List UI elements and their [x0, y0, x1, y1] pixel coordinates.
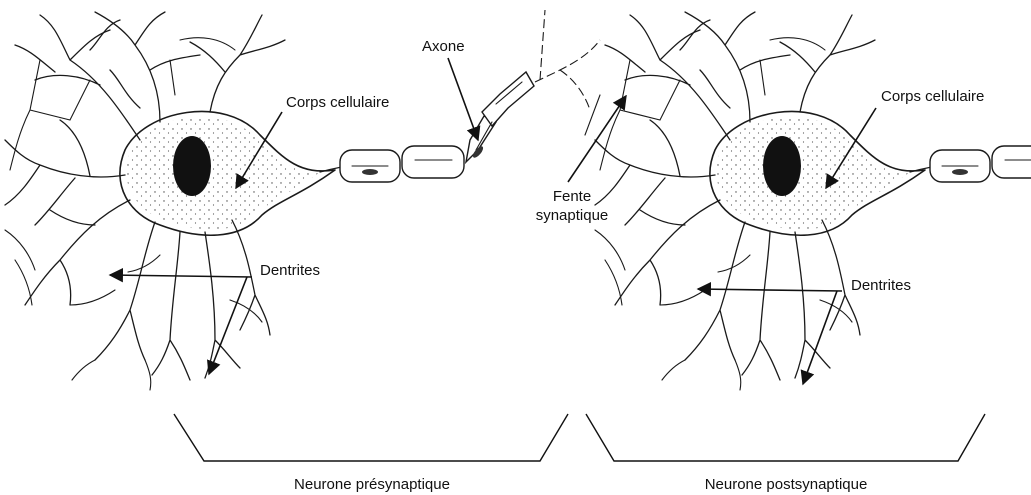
- bracket-postsynaptic: [586, 414, 985, 461]
- label-corps-left: Corps cellulaire: [286, 94, 389, 111]
- bracket-presynaptic: [174, 414, 568, 461]
- label-dendrites-left: Dentrites: [260, 262, 320, 279]
- label-neurone-postsynaptique: Neurone postsynaptique: [705, 476, 868, 493]
- label-fente-line2: synaptique: [536, 207, 609, 224]
- arrow-dendrites-left-a: [110, 275, 252, 277]
- axon-terminal: [466, 10, 600, 162]
- label-fente-line1: Fente: [553, 188, 591, 205]
- arrow-dendrites-right-a: [698, 289, 842, 291]
- label-corps-right: Corps cellulaire: [881, 88, 984, 105]
- label-axone: Axone: [422, 38, 465, 55]
- label-neurone-presynaptique: Neurone présynaptique: [294, 476, 450, 493]
- arrow-dendrites-right-b: [803, 291, 837, 384]
- arrow-fente: [568, 96, 626, 182]
- postsynaptic-neuron: [595, 12, 1031, 390]
- arrow-axone: [448, 58, 478, 140]
- presynaptic-neuron: [5, 12, 464, 390]
- label-dendrites-right: Dentrites: [851, 277, 911, 294]
